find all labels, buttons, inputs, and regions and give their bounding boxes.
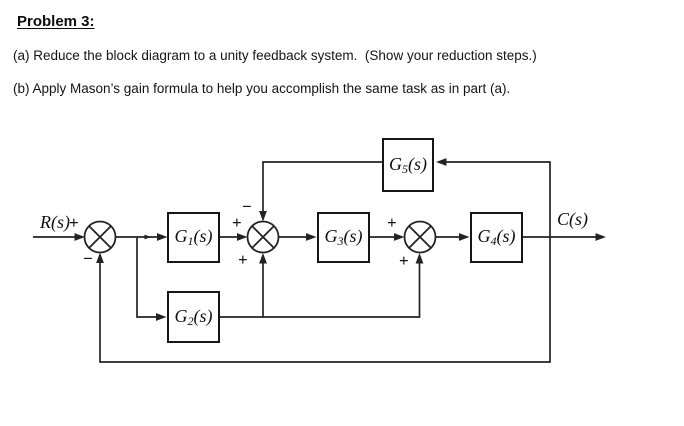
input-signal-label: R(s) xyxy=(40,212,70,232)
arrowhead xyxy=(237,233,248,241)
block-G1-label: G1(s) xyxy=(174,226,213,248)
summing-junction-2 xyxy=(246,220,280,254)
problem-title: Problem 3: xyxy=(17,13,95,30)
arrowhead xyxy=(595,233,606,241)
instruction-part-a: (a) Reduce the block diagram to a unity … xyxy=(13,48,537,63)
block-G5-label: G5(s) xyxy=(389,153,427,176)
arrowhead xyxy=(259,211,267,222)
g4-to-output-line xyxy=(523,233,606,241)
g2-branch-to-sum2-line xyxy=(259,253,267,317)
instruction-part-b: (b) Apply Mason’s gain formula to help y… xyxy=(13,81,511,96)
input-signal-line xyxy=(33,233,85,241)
cross-x xyxy=(251,225,275,249)
sum2-minus-top-sign: − xyxy=(242,197,252,216)
block-G3-label: G3(s) xyxy=(324,226,363,248)
arrowhead xyxy=(259,253,267,264)
arrowhead xyxy=(415,253,424,264)
sum1-minus-sign: − xyxy=(83,249,93,268)
sum2-to-g3-line xyxy=(278,233,317,241)
block-G4: G4(s) xyxy=(470,212,523,263)
summing-junction-1 xyxy=(83,220,117,254)
sum2-plus-bottom-sign: + xyxy=(238,250,248,269)
block-G2: G2(s) xyxy=(167,291,220,343)
arrowhead xyxy=(157,233,168,241)
sum2-plus-left-sign: + xyxy=(232,213,242,232)
cross-x xyxy=(408,225,432,249)
sum3-to-g4-line xyxy=(435,233,470,241)
arrowhead xyxy=(306,233,317,241)
arrowhead xyxy=(436,158,447,166)
block-G3: G3(s) xyxy=(317,212,370,263)
arrowhead xyxy=(96,252,104,263)
arrowhead xyxy=(74,233,85,241)
cross-x xyxy=(88,225,112,249)
takeoff-to-g2-line xyxy=(136,237,167,321)
block-G1: G1(s) xyxy=(167,212,220,263)
summing-junction-3 xyxy=(403,220,437,254)
sum1-to-g1-line xyxy=(115,233,168,241)
output-signal-label: C(s) xyxy=(557,209,588,229)
arrowhead xyxy=(459,233,470,241)
block-G5: G5(s) xyxy=(382,138,434,192)
arrowhead xyxy=(156,313,167,321)
arrowhead xyxy=(394,233,405,241)
g1-to-sum2-line xyxy=(220,233,248,241)
small-arrowhead xyxy=(144,234,151,240)
sum3-plus-bottom-sign: + xyxy=(399,251,409,270)
sum3-plus-left-sign: + xyxy=(387,213,397,232)
block-G4-label: G4(s) xyxy=(477,226,516,248)
g3-to-sum3-line xyxy=(370,233,405,241)
block-G2-label: G2(s) xyxy=(174,305,213,328)
sum1-plus-sign: + xyxy=(69,213,79,232)
